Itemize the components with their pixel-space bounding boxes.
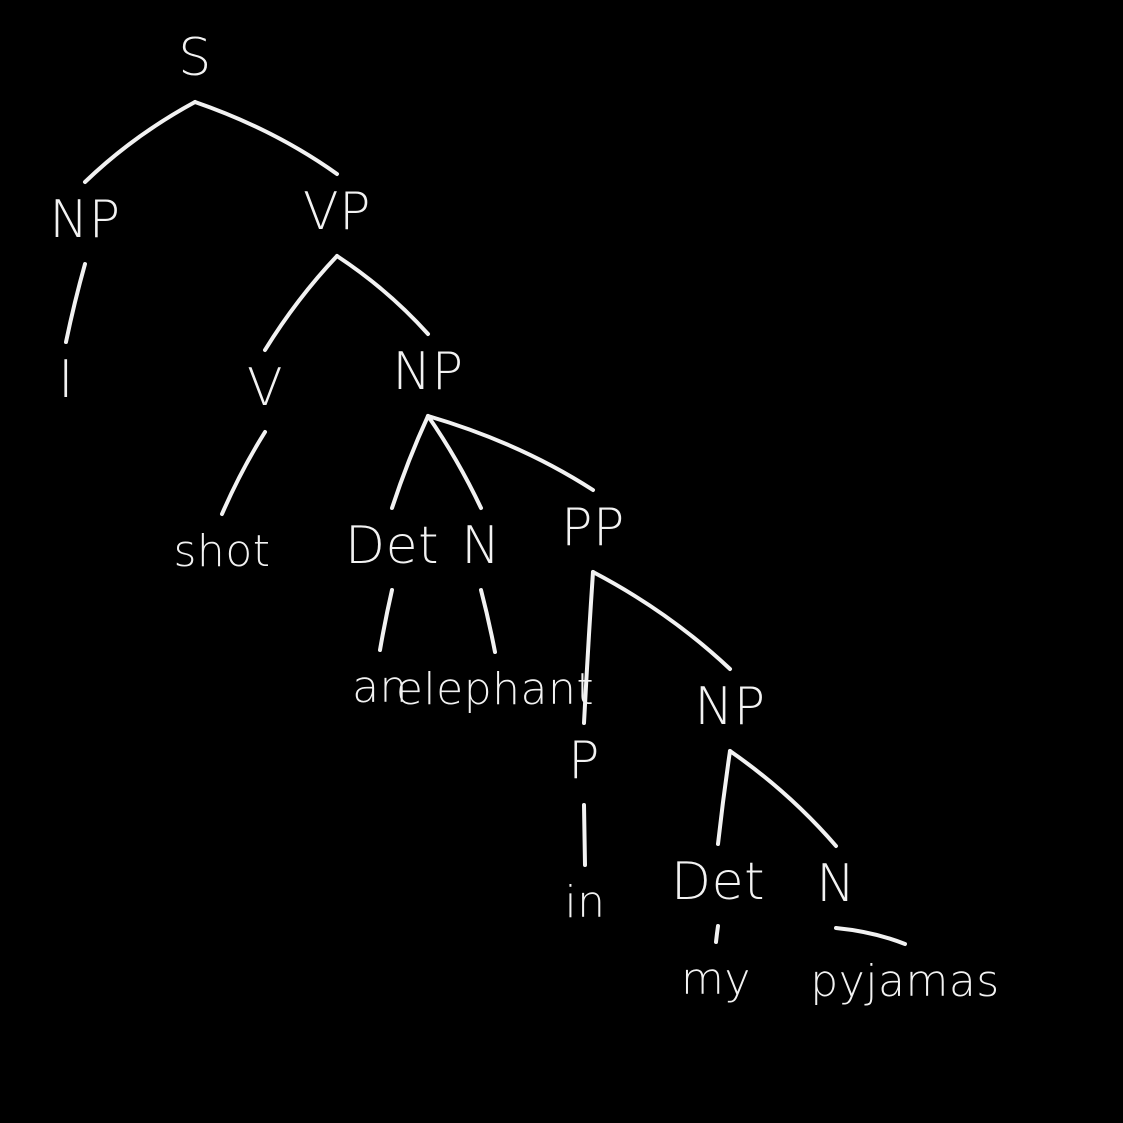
tree-branches [64,100,907,946]
node-np-subject: NP [49,190,121,250]
node-p: P [568,731,600,791]
node-np-object: NP [392,342,464,402]
branch-det_my-to-word_my [714,924,720,944]
branch-vp-to-np_object [335,254,430,336]
branch-p-to-word_in [582,803,587,867]
leaf-word-in: in [564,877,606,928]
branch-s-to-vp [193,100,339,176]
branch-np_object-to-n_elephant [426,414,483,510]
branch-pp-to-p [582,570,595,725]
node-n-elephant: N [461,516,501,576]
node-vp: VP [303,182,371,242]
branch-vp-to-v [263,254,339,352]
leaf-word-an: an [352,662,408,713]
branch-np_pp-to-det_my [716,749,732,846]
branch-s-to-np_subject [83,100,197,184]
leaf-word-pyjamas: pyjamas [810,956,1000,1007]
node-pp: PP [561,498,625,558]
branch-np_object-to-pp [426,414,595,492]
branch-np_pp-to-n_pyjamas [728,749,838,848]
branch-v-to-word_shot [220,430,267,516]
branch-np_subject-to-pronoun_i [64,262,87,344]
leaf-word-elephant: elephant [395,664,595,715]
node-v: V [246,358,284,418]
node-n-pyjamas: N [816,854,856,914]
branch-det_an-to-word_an [378,588,394,652]
branch-n_pyjamas-to-word_pyjamas [834,926,907,946]
node-np-pp: NP [694,677,766,737]
branch-np_object-to-det_an [390,414,430,510]
leaf-word-my: my [681,954,751,1005]
branch-n_elephant-to-word_elephant [479,588,497,654]
node-det-an: Det [345,516,439,576]
node-det-my: Det [671,852,765,912]
leaf-word-i: I [58,350,74,410]
branch-pp-to-np_pp [591,570,732,671]
leaf-word-shot: shot [173,526,271,577]
node-s: S [178,28,212,88]
